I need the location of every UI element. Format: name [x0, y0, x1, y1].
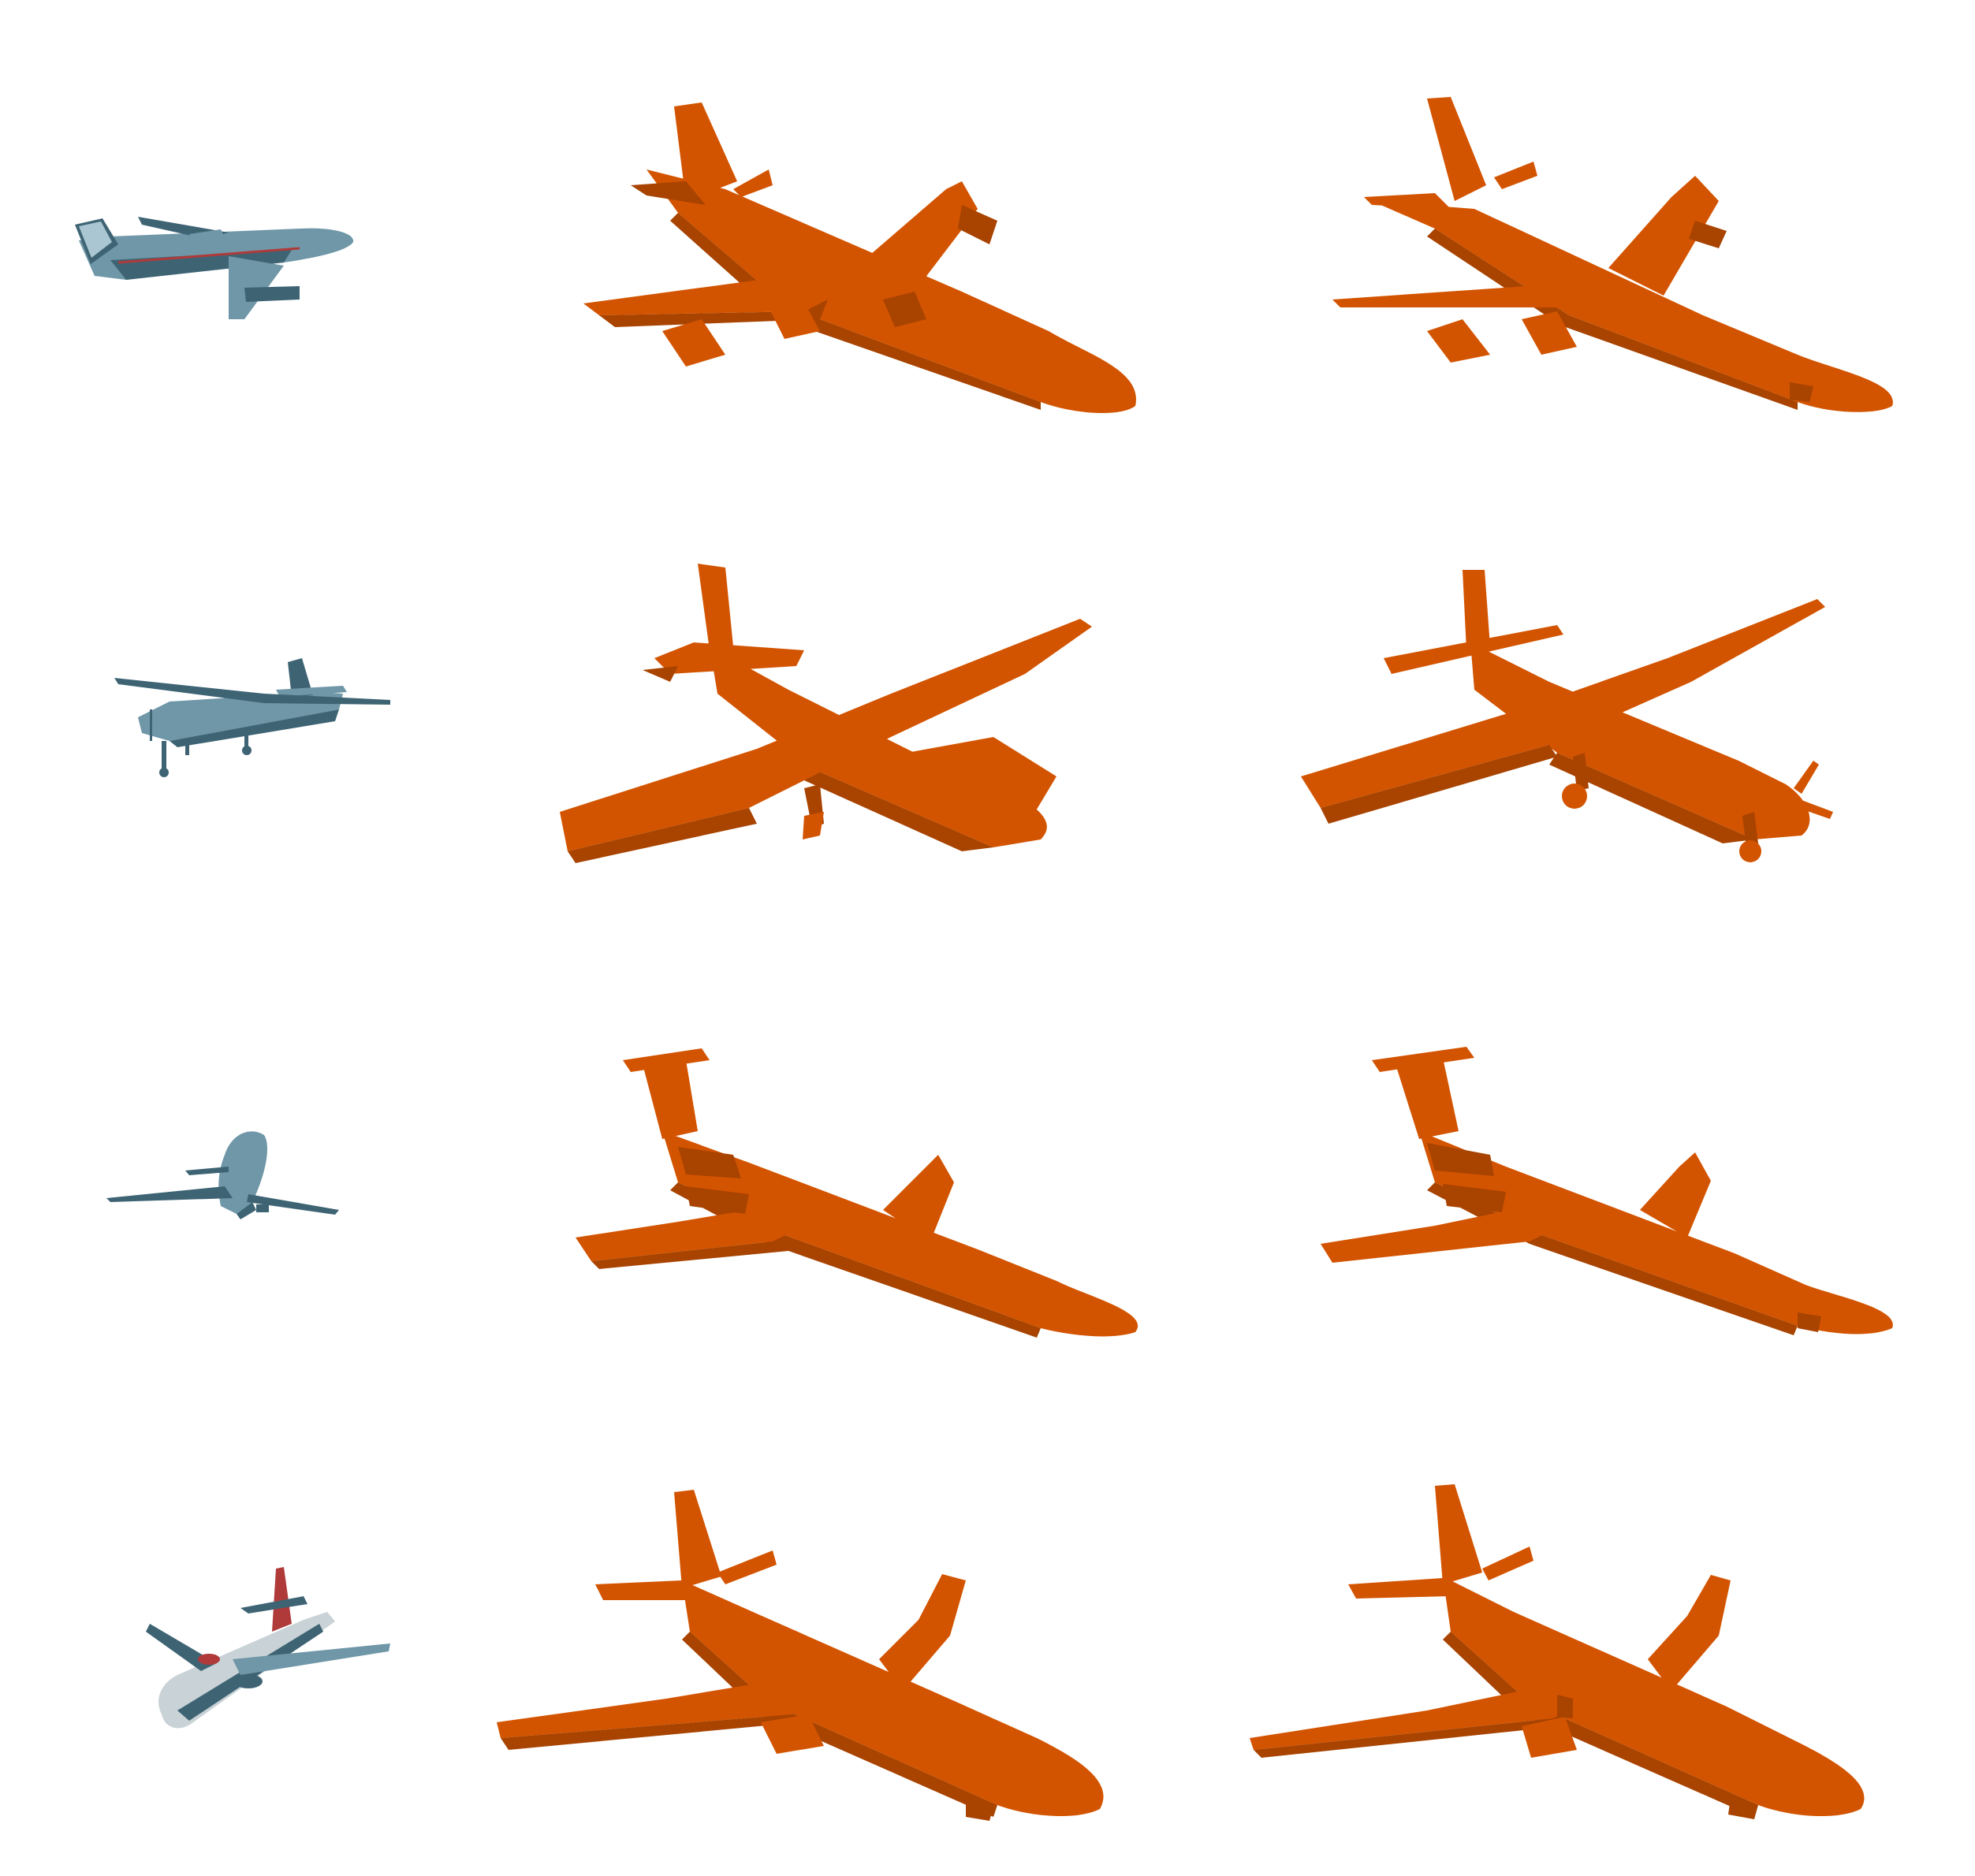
voxel-trijet-b: [1321, 1047, 1893, 1335]
twinjet-photo: [146, 1567, 390, 1729]
voxel-trijet-a: [576, 1048, 1138, 1338]
turboprop-photo: [114, 658, 390, 777]
voxel-twinjet-a: [497, 1490, 1104, 1821]
voxel-twinjet-b: [1250, 1484, 1865, 1819]
voxel-turboprop-b: [1301, 570, 1833, 862]
input-image-row-1: [63, 201, 363, 327]
airliner-photo: [75, 217, 354, 319]
voxel-turboprop-a: [560, 564, 1092, 863]
reconstruction-a-row-4: [493, 1486, 1127, 1833]
reconstruction-b-row-1: [1325, 91, 1908, 422]
input-image-row-2: [106, 646, 390, 780]
voxel-airliner-a: [583, 102, 1136, 414]
reconstruction-a-row-1: [568, 95, 1159, 426]
reconstruction-b-row-2: [1297, 564, 1837, 867]
reconstruction-b-row-3: [1317, 1040, 1900, 1344]
input-image-row-3: [106, 1123, 343, 1226]
voxel-airliner-b: [1332, 97, 1893, 412]
reconstruction-b-row-4: [1246, 1482, 1888, 1837]
reconstruction-a-row-3: [568, 1044, 1147, 1344]
input-image-row-4: [146, 1565, 390, 1738]
reconstruction-a-row-2: [552, 556, 1096, 863]
trijet-photo: [106, 1131, 339, 1219]
